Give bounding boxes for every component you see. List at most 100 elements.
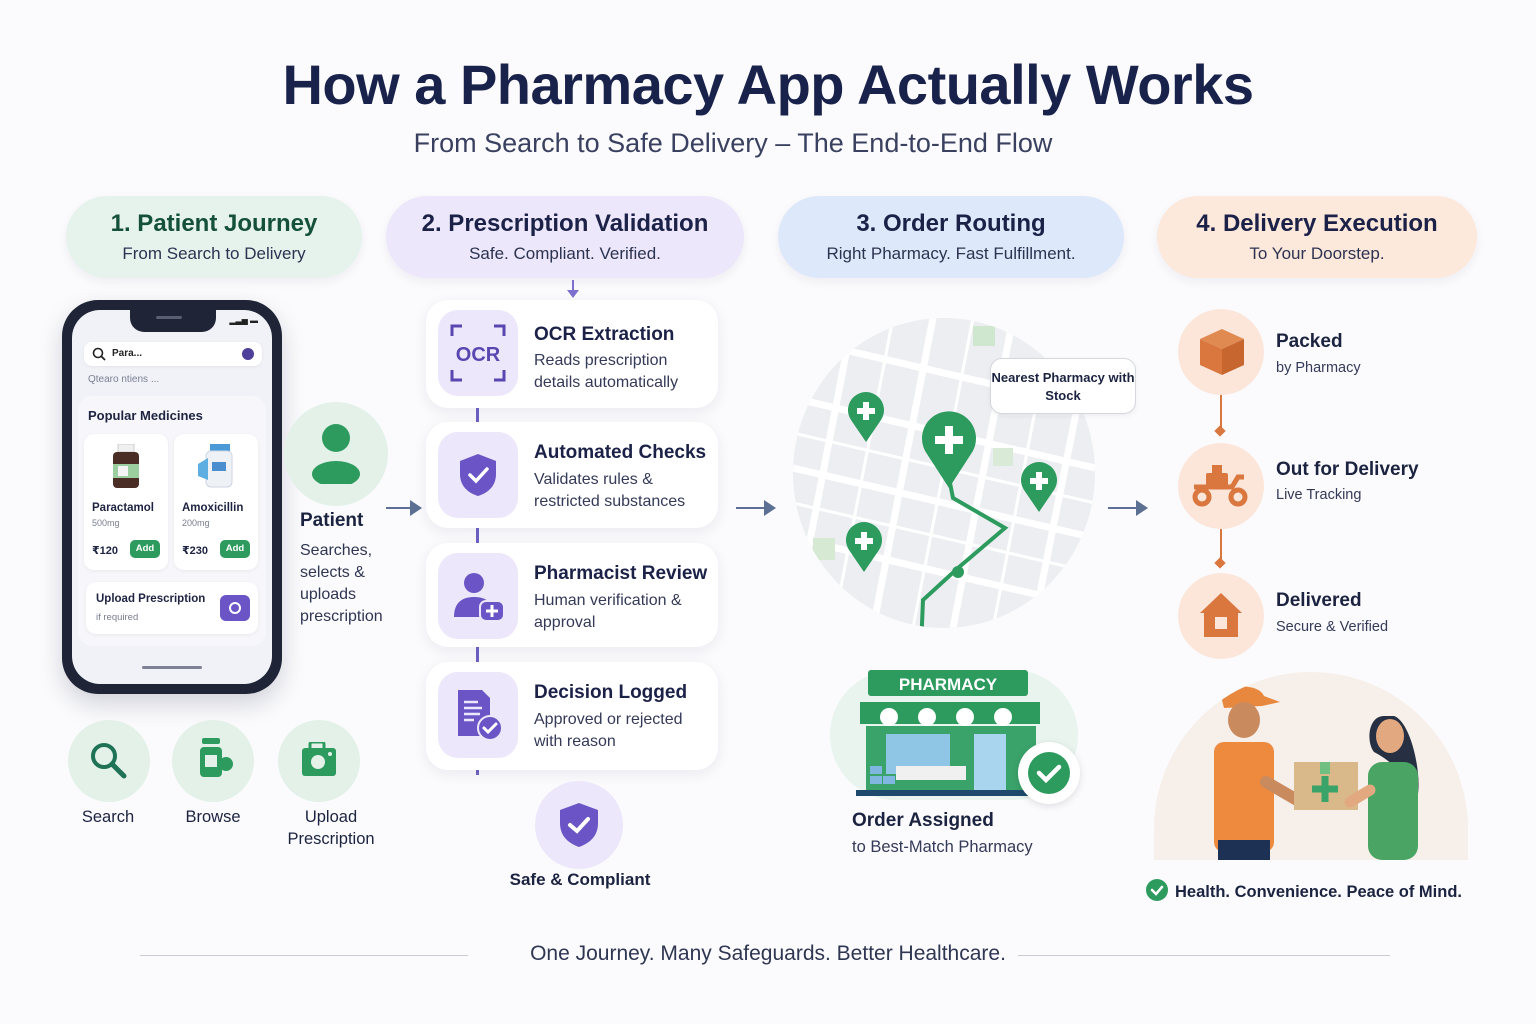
feature-search[interactable]: [68, 720, 150, 802]
validation-step-pharmacist-review: Pharmacist Review Human verification & a…: [426, 543, 718, 647]
delivery-handover-illustration: [1214, 686, 1419, 860]
footer-divider: [1018, 955, 1390, 956]
search-icon: [92, 347, 106, 361]
search-input[interactable]: Para...: [84, 342, 262, 366]
handover-illustration: [1154, 672, 1468, 860]
document-check-icon: [438, 672, 518, 758]
stage-subheading: From Search to Delivery: [122, 244, 306, 263]
step-description: Validates rules & restricted substances: [534, 471, 686, 510]
add-to-cart-button[interactable]: Add: [220, 540, 250, 558]
step-description: Approved or rejected with reason: [534, 711, 683, 750]
stage-heading: 3. Order Routing: [856, 210, 1046, 237]
feature-browse[interactable]: [172, 720, 254, 802]
stage-pill-delivery-execution: 4. Delivery Execution To Your Doorstep.: [1157, 196, 1477, 278]
order-assigned-title: Order Assigned: [852, 810, 994, 831]
check-circle-icon: [1146, 879, 1168, 901]
stage-subheading: To Your Doorstep.: [1249, 244, 1385, 263]
stage-pill-order-routing: 3. Order Routing Right Pharmacy. Fast Fu…: [778, 196, 1124, 278]
step-title: OCR Extraction: [534, 324, 675, 345]
stage-subheading: Right Pharmacy. Fast Fulfillment.: [826, 244, 1076, 263]
delivery-step-subtitle: Secure & Verified: [1276, 619, 1389, 635]
step-title: Pharmacist Review: [534, 563, 708, 584]
svg-text:OCR: OCR: [456, 344, 501, 366]
medicine-name: Amoxicillin: [182, 502, 244, 514]
popular-medicines-panel: Popular Medicines Paractamol 500mg ₹120 …: [78, 396, 266, 646]
voice-search-icon[interactable]: [242, 348, 254, 360]
stage-subheading: Safe. Compliant. Verified.: [469, 244, 661, 263]
delivery-tagline: Health. Convenience. Peace of Mind.: [1145, 878, 1462, 902]
medicine-bottle-icon: [113, 444, 139, 488]
step-description: Reads prescription details automatically: [534, 352, 679, 391]
delivery-step-subtitle: by Pharmacy: [1276, 360, 1361, 376]
upload-title: Upload Prescription: [96, 593, 206, 605]
pharmacist-icon: [438, 553, 518, 639]
pharmacy-pin-icon[interactable]: [1018, 460, 1060, 514]
down-arrow-icon: [567, 280, 579, 298]
feature-upload-prescription[interactable]: [278, 720, 360, 802]
tagline-text: Health. Convenience. Peace of Mind.: [1175, 883, 1462, 901]
phone-mockup: ▂▃▅ ▬ Para... Qtearo ntiens ... Popular …: [62, 300, 282, 694]
medicine-bottle-icon: [200, 738, 233, 777]
step-description: Human verification & approval: [534, 592, 682, 631]
medicine-card[interactable]: Paractamol 500mg ₹120 Add: [84, 434, 168, 570]
svg-text:PHARMACY: PHARMACY: [899, 675, 998, 694]
flow-arrow: [386, 500, 422, 516]
flow-arrow: [736, 500, 776, 516]
patient-title: Patient: [300, 510, 364, 531]
check-circle-icon: [1028, 752, 1070, 794]
section-title: Popular Medicines: [88, 408, 203, 423]
house-icon: [1200, 593, 1242, 637]
upload-subtitle: if required: [96, 612, 139, 623]
medicine-dose: 500mg: [92, 518, 120, 528]
stage-heading: 4. Delivery Execution: [1196, 210, 1438, 237]
pharmacy-pin-icon[interactable]: [843, 520, 885, 574]
safe-compliant-label: Safe & Compliant: [509, 870, 651, 889]
search-suggestions[interactable]: Qtearo ntiens ...: [88, 374, 160, 385]
feature-label: Search: [81, 808, 135, 826]
page-title: How a Pharmacy App Actually Works: [282, 53, 1254, 116]
validation-step-decision-logged: Decision Logged Approved or rejected wit…: [426, 662, 718, 770]
selected-pharmacy-pin-icon[interactable]: [918, 410, 980, 490]
user-icon: [312, 424, 360, 484]
medicine-name: Paractamol: [92, 502, 155, 514]
status-bar-icons: ▂▃▅ ▬: [229, 316, 258, 325]
nearest-pharmacy-callout: Nearest Pharmacy with Stock: [990, 358, 1136, 414]
delivery-connector: [1220, 529, 1222, 563]
camera-icon[interactable]: [220, 595, 250, 621]
pharmacy-store-icon: PHARMACY: [856, 670, 1046, 796]
patient-avatar: [284, 402, 388, 506]
search-icon: [91, 743, 127, 779]
search-value: Para...: [112, 348, 143, 359]
step-title: Decision Logged: [534, 682, 688, 703]
medicine-card[interactable]: Amoxicillin 200mg ₹230 Add: [174, 434, 258, 570]
assigned-check-badge: [1018, 742, 1080, 804]
delivery-step-title: Out for Delivery: [1276, 459, 1419, 480]
ocr-scan-icon: OCR: [438, 310, 518, 396]
safe-compliant-badge: [535, 781, 623, 869]
pharmacy-pin-icon[interactable]: [845, 390, 887, 444]
home-indicator: [142, 666, 202, 669]
validation-step-ocr: OCR OCR Extraction Reads prescription de…: [426, 300, 718, 408]
medicine-price: ₹230: [182, 545, 209, 557]
stage-heading: 1. Patient Journey: [110, 210, 318, 237]
medicine-box-icon: [198, 444, 233, 488]
validation-step-automated-checks: Automated Checks Validates rules & restr…: [426, 422, 718, 528]
upload-prescription-card[interactable]: Upload Prescription if required: [86, 582, 258, 634]
box-icon: [1200, 329, 1244, 375]
footer-divider: [140, 955, 468, 956]
flow-arrow: [1108, 500, 1148, 516]
order-assigned-subtitle: to Best-Match Pharmacy: [852, 838, 1033, 856]
medicine-dose: 200mg: [182, 518, 210, 528]
phone-notch: [130, 310, 216, 332]
shield-check-icon: [438, 432, 518, 518]
page-subtitle: From Search to Safe Delivery – The End-t…: [413, 128, 1053, 158]
delivery-step-title: Packed: [1276, 331, 1343, 352]
shield-check-icon: [560, 803, 598, 847]
delivery-step-subtitle: Live Tracking: [1276, 487, 1362, 503]
medicine-price: ₹120: [92, 545, 119, 557]
step-title: Automated Checks: [534, 442, 707, 463]
phone-screen: ▂▃▅ ▬ Para... Qtearo ntiens ... Popular …: [72, 310, 272, 684]
add-to-cart-button[interactable]: Add: [130, 540, 160, 558]
footer-text: One Journey. Many Safeguards. Better Hea…: [0, 942, 1536, 966]
camera-icon: [302, 742, 336, 776]
